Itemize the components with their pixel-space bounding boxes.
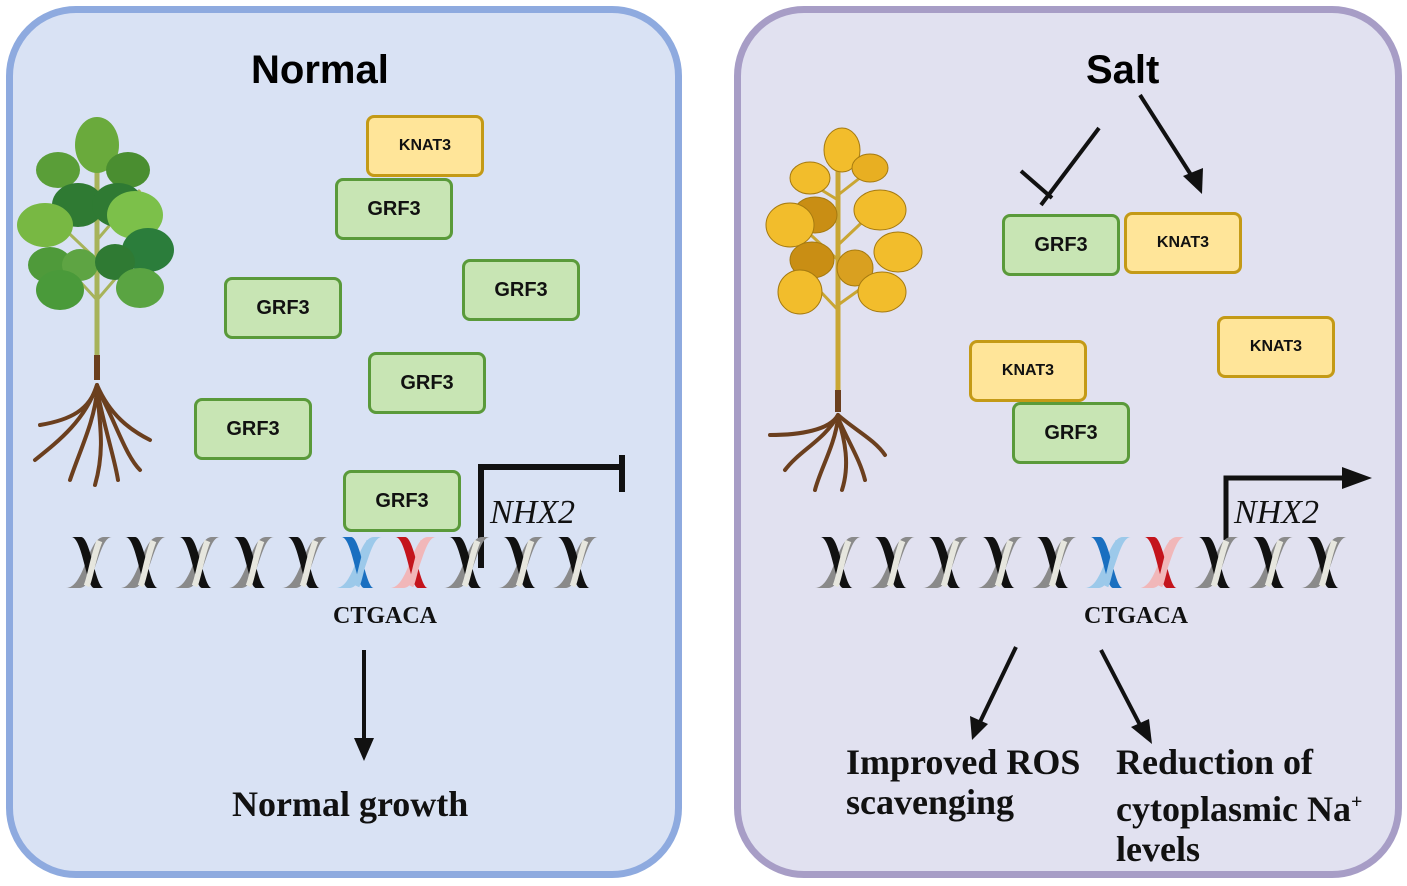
grf3-protein: GRF3 [335,178,453,240]
helix-strand [1144,537,1177,588]
knat3-protein: KNAT3 [969,340,1087,402]
outcome-text: cytoplasmic Na [1116,789,1351,829]
helix-strand [1252,537,1285,588]
arrow-to-na-icon [1099,649,1152,744]
helix-highlight [886,539,906,588]
grf3-protein: GRF3 [462,259,580,321]
grf3-protein: GRF3 [1002,214,1120,276]
knat3-protein: KNAT3 [1124,212,1242,274]
helix-strand [928,537,961,588]
sodium-reduction-outcome: Reduction of cytoplasmic Na+ levels [1116,742,1362,869]
ctgaca-motif-label: CTGACA [333,603,438,629]
helix-highlight [245,539,265,588]
helix-highlight [191,539,211,588]
grf3-bound-protein: GRF3 [343,470,461,532]
helix-highlight [569,539,589,588]
helix-strand [557,537,590,588]
helix-highlight [1102,539,1122,588]
helix-strand [503,537,536,588]
helix-strand [874,537,907,588]
grf3-protein: GRF3 [224,277,342,339]
helix-strand [125,537,158,588]
helix-strand [395,537,428,588]
outcome-line: cytoplasmic Na+ [1116,782,1362,829]
helix-strand [233,537,266,588]
ros-scavenging-outcome: Improved ROS scavenging [846,742,1080,822]
helix-highlight [1156,539,1176,588]
normal-growth-outcome: Normal growth [232,784,469,824]
outcome-line: Improved ROS [846,742,1081,782]
helix-highlight [353,539,373,588]
nhx2-gene-label: NHX2 [1234,494,1319,531]
helix-strand [982,537,1015,588]
helix-highlight [407,539,427,588]
helix-strand [1198,537,1231,588]
helix-highlight [832,539,852,588]
grf3-protein: GRF3 [1012,402,1130,464]
helix-highlight [299,539,319,588]
helix-strand [1090,537,1123,588]
helix-highlight [940,539,960,588]
normal-condition-panel [6,6,682,878]
knat3-protein: KNAT3 [366,115,484,177]
helix-highlight [1264,539,1284,588]
helix-highlight [1318,539,1338,588]
inhibition-symbol-icon [1019,126,1101,207]
helix-strand [820,537,853,588]
helix-highlight [515,539,535,588]
grf3-protein: GRF3 [368,352,486,414]
helix-highlight [137,539,157,588]
helix-highlight [461,539,481,588]
helix-strand [341,537,374,588]
normal-panel-title: Normal [251,48,389,92]
helix-strand [71,537,104,588]
helix-highlight [1048,539,1068,588]
helix-strand [449,537,482,588]
helix-strand [287,537,320,588]
grf3-protein: GRF3 [194,398,312,460]
helix-strand [1306,537,1339,588]
helix-strand [1036,537,1069,588]
knat3-protein: KNAT3 [1217,316,1335,378]
salt-panel-title: Salt [1086,48,1160,92]
nhx2-gene-label: NHX2 [490,494,575,531]
outcome-line: levels [1116,829,1200,869]
plus-superscript: + [1350,791,1363,813]
outcome-line: Reduction of [1116,742,1313,782]
outcome-line: scavenging [846,782,1015,822]
helix-highlight [83,539,103,588]
helix-highlight [1210,539,1230,588]
ctgaca-motif-label: CTGACA [1084,603,1189,629]
helix-strand [179,537,212,588]
activation-arrow-icon [1138,93,1203,194]
arrow-to-ros-icon [970,646,1018,740]
helix-highlight [994,539,1014,588]
